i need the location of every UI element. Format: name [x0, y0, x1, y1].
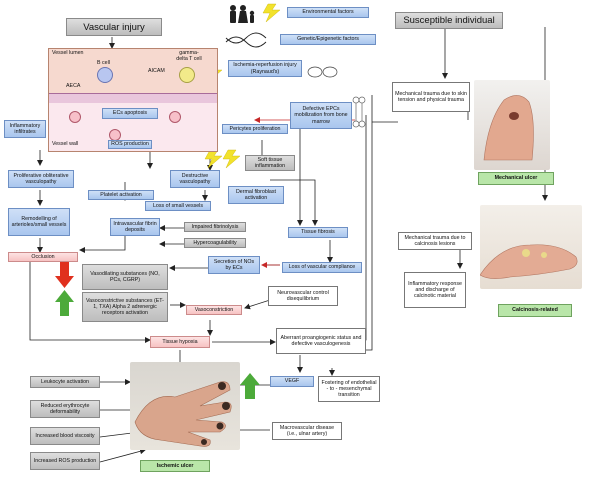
- reduced-erythrocyte-box: Reduced erythrocyte deformability: [30, 400, 100, 418]
- b-cell-label: B cell: [97, 60, 110, 66]
- ischemia-reperfusion-box: Ischemia-reperfusion injury (Raynaud's): [228, 60, 302, 77]
- calcinosis-related-label: Calcinosis-related: [498, 304, 572, 317]
- mechanical-ulcer-photo: [474, 80, 550, 170]
- vascular-injury-box: Vascular injury: [66, 18, 162, 36]
- bone-icon: [352, 96, 366, 128]
- mechanical-trauma-calcinosis-box: Mechanical trauma due to calcinosis lesi…: [398, 232, 472, 250]
- family-icon: [230, 5, 255, 23]
- lightning-bolt-icon: [262, 3, 281, 23]
- dna-icon: [225, 32, 267, 48]
- increased-viscosity-box: Increased blood viscosity: [30, 427, 100, 445]
- loss-small-vessels-box: Loss of small vessels: [145, 201, 211, 211]
- down-arrow-icon: [55, 262, 74, 288]
- aicam-label: AICAM: [148, 68, 165, 74]
- fostering-endothelial-box: Fostering of endothelial - to - mesenchy…: [318, 376, 380, 402]
- hypercoagulability-box: Hypercoagulability: [184, 238, 246, 248]
- secretion-nos-box: Secretion of NOs by ECs: [208, 256, 260, 274]
- platelet-activation-box: Platelet activation: [88, 190, 154, 200]
- defective-epcs-box: Defective EPCs mobilization from bone ma…: [290, 102, 352, 129]
- calcinosis-photo: [480, 205, 582, 289]
- loss-compliance-box: Loss of vascular compliance: [282, 262, 362, 273]
- pericytes-proliferation-box: Pericytes proliferation: [222, 124, 288, 134]
- ecs-apoptosis-box: ECs apoptosis: [102, 108, 158, 119]
- remodelling-box: Remodelling of arterioles/small vessels: [8, 208, 70, 236]
- leukocyte-activation-box: Leukocyte activation: [30, 376, 100, 388]
- tissue-fibrosis-box: Tissue fibrosis: [288, 227, 348, 238]
- inflammatory-response-box: Inflammatory response and discharge of c…: [404, 272, 466, 308]
- vasoconstrictive-box: Vasoconstrictive substances (ET-1, TXA) …: [82, 292, 168, 322]
- proliferative-vasculopathy-box: Proliferative obliterative vasculopathy: [8, 170, 74, 188]
- mechanical-trauma-skin-box: Mechanical trauma due to skin tension an…: [392, 82, 470, 112]
- ischemic-ulcer-photo: [130, 362, 240, 450]
- aberrant-proangiogenic-box: Aberrant proangiogenic status and defect…: [276, 328, 366, 354]
- vessel-panel: [48, 48, 218, 152]
- ros-production-box: ROS production: [108, 140, 152, 149]
- up-arrow-icon: [55, 290, 74, 316]
- aeca-label: AECA: [66, 83, 81, 89]
- gd-t-cell-label: gamma-delta T cell: [176, 50, 202, 62]
- environmental-factors-box: Environmental factors: [287, 7, 369, 18]
- inflammatory-infiltrates-box: Inflammatory infiltrates: [4, 120, 46, 138]
- hands-icon: [307, 66, 338, 78]
- macrovascular-box: Macrovascular disease (i.e., ulnar arter…: [272, 422, 342, 440]
- impaired-fibrinolysis-box: Impaired fibrinolysis: [184, 222, 246, 232]
- vasodilating-box: Vasodilating substances (NO, PCs, CGRP): [82, 264, 168, 290]
- dermal-fibroblast-box: Dermal fibroblast activation: [228, 186, 284, 204]
- b-cell-icon: [97, 67, 113, 83]
- neurovascular-box: Neurovascular control disequilibrium: [268, 286, 338, 306]
- soft-tissue-inflammation-box: Soft tissue inflammation: [245, 155, 295, 171]
- occlusion-box: Occlusion: [8, 252, 78, 262]
- tissue-hypoxia-box: Tissue hypoxia: [150, 336, 210, 348]
- mechanical-ulcer-label: Mechanical ulcer: [478, 172, 554, 185]
- vasoconstriction-box: Vasoconstriction: [186, 305, 242, 315]
- vegf-box: VEGF: [270, 376, 314, 387]
- intravascular-fibrin-box: Intravascular fibrin deposits: [110, 218, 160, 236]
- t-cell-icon: [179, 67, 195, 83]
- vessel-lumen-label: Vessel lumen: [52, 50, 84, 56]
- susceptible-individual-box: Susceptible individual: [395, 12, 503, 29]
- ischemic-ulcer-label: Ischemic ulcer: [140, 460, 210, 472]
- increased-ros-box: Increased ROS production: [30, 452, 100, 470]
- destructive-vasculopathy-box: Destructive vasculopathy: [170, 170, 220, 188]
- vessel-wall-label: Vessel wall: [52, 141, 79, 147]
- genetic-factors-box: Genetic/Epigenetic factors: [280, 34, 376, 45]
